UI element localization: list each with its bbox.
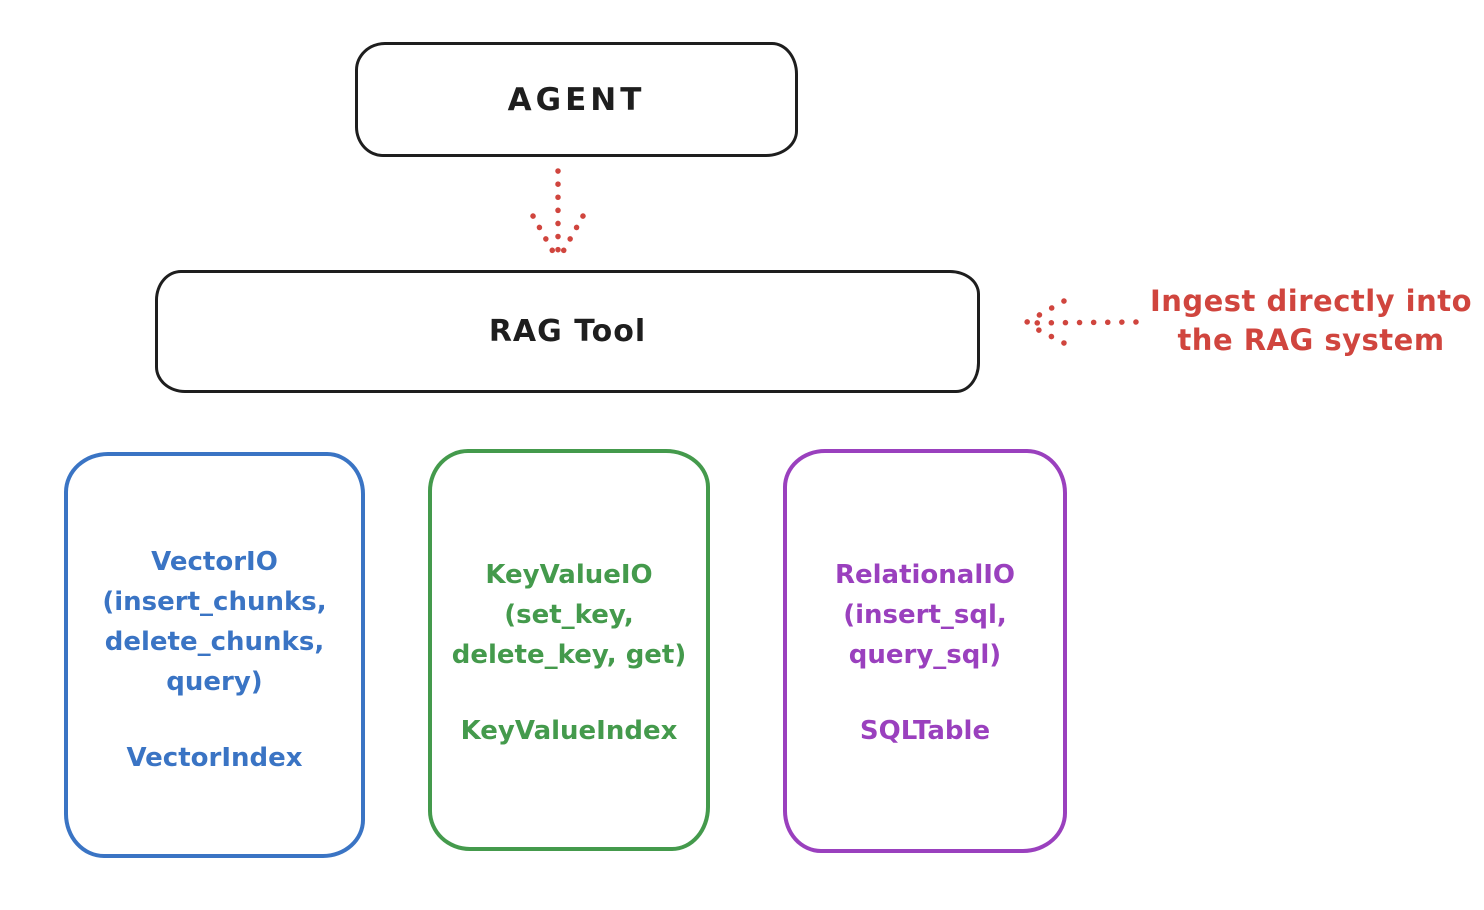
vector-io-title: VectorIO [151, 547, 278, 577]
agent-node: AGENT [355, 42, 798, 157]
sql-table-label: SQLTable [859, 716, 991, 746]
ingest-annotation: Ingest directly into the RAG system [1138, 282, 1484, 360]
dotted-arrow-left-icon [1024, 298, 1139, 346]
vector-io-method-line-3: query) [166, 667, 263, 697]
ingest-annotation-line-1: Ingest directly into [1149, 284, 1473, 318]
relational-io-method-line-1: (insert_sql, [843, 600, 1007, 630]
key-value-index-label: KeyValueIndex [460, 716, 678, 746]
rag-tool-node: RAG Tool [155, 270, 980, 393]
relational-io-title: RelationalIO [834, 560, 1016, 590]
relational-io-method-line-2: query_sql) [848, 640, 1002, 670]
vector-io-method-line-2: delete_chunks, [104, 627, 325, 657]
ingest-annotation-line-2: the RAG system [1177, 323, 1445, 357]
vector-io-node: VectorIO (insert_chunks, delete_chunks, … [64, 452, 365, 858]
key-value-io-node: KeyValueIO (set_key, delete_key, get) Ke… [428, 449, 710, 851]
key-value-io-method-line-2: delete_key, get) [451, 640, 687, 670]
vector-index-label: VectorIndex [126, 743, 303, 773]
key-value-io-method-line-1: (set_key, [504, 600, 634, 630]
relational-io-node: RelationalIO (insert_sql, query_sql) SQL… [783, 449, 1067, 853]
key-value-io-title: KeyValueIO [485, 560, 653, 590]
rag-tool-label: RAG Tool [488, 314, 647, 349]
dotted-arrow-down-icon [530, 168, 586, 260]
agent-label: AGENT [507, 81, 646, 118]
vector-io-method-line-1: (insert_chunks, [102, 587, 327, 617]
